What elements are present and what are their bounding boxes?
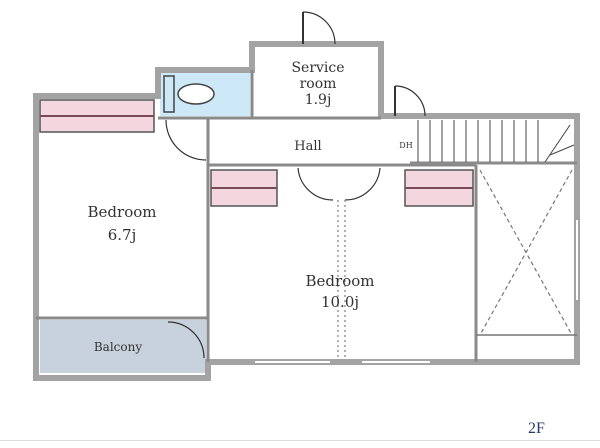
dh-label: DH [399, 141, 412, 150]
windows [255, 220, 578, 363]
bedroom-left-size: 6.7j [108, 226, 137, 244]
hall-label: Hall [294, 139, 321, 154]
floor-label: 2F [528, 420, 545, 437]
walls [33, 41, 580, 381]
sliding-rail [337, 200, 346, 360]
balcony-label: Balcony [94, 340, 142, 354]
closets [39, 99, 474, 207]
doors [165, 11, 426, 359]
bedroom-main-label: Bedroom [306, 272, 375, 290]
balcony-area [40, 320, 206, 373]
service-room-label-2: room [300, 76, 337, 92]
bedroom-main-size: 10.0j [321, 293, 359, 311]
toilet-icon [163, 75, 215, 113]
void-cross [479, 169, 573, 336]
bedroom-left-label: Bedroom [88, 203, 157, 221]
inner-walls [36, 70, 577, 362]
divider [0, 440, 600, 441]
service-room-label-1: Service [291, 60, 344, 76]
stairs [417, 120, 575, 163]
service-room-size: 1.9j [305, 92, 332, 108]
